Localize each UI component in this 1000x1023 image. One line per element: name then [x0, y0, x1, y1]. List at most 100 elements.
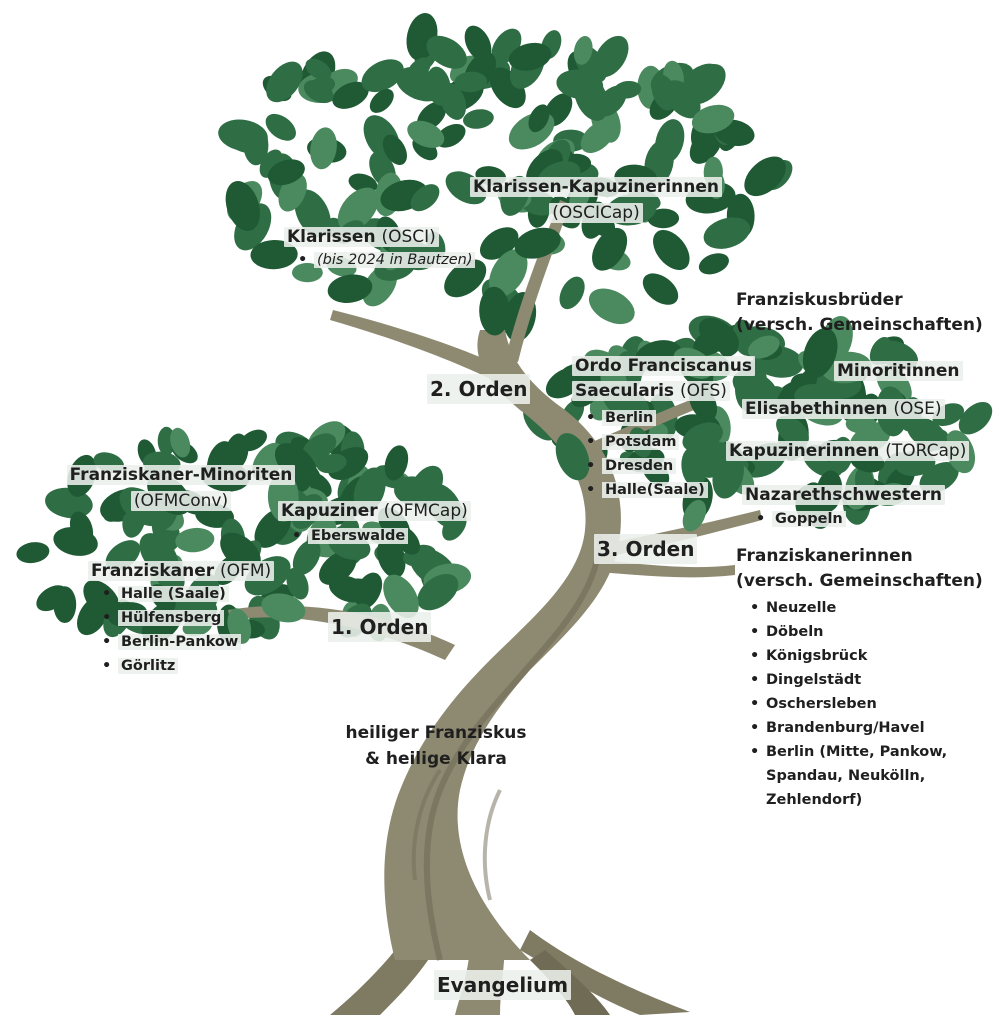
leaf	[426, 35, 467, 69]
leaf	[528, 104, 550, 133]
leaf	[776, 415, 809, 447]
list-item: Berlin-Pankow	[98, 630, 242, 654]
group-name: Kapuziner	[281, 501, 378, 521]
group-abbr: (OFS)	[679, 381, 727, 401]
leaf	[250, 239, 298, 270]
leaf	[682, 499, 707, 532]
group-name-2: (versch. Gemeinschaften)	[736, 571, 983, 591]
leaf	[407, 120, 445, 148]
group-franziskaner: Franziskaner (OFM)	[88, 558, 275, 584]
list-item: Dresden	[582, 454, 708, 478]
leaf	[225, 180, 260, 232]
list-item: Berlin	[582, 406, 708, 430]
group-abbr: (OSCICap)	[549, 203, 643, 223]
group-name: Nazarethschwestern	[742, 485, 946, 505]
leaf	[573, 35, 593, 65]
leaf	[588, 288, 635, 325]
leaf	[514, 227, 561, 259]
leaf	[440, 82, 467, 120]
leaf	[53, 586, 77, 623]
leaf	[592, 227, 628, 271]
leaf	[316, 453, 347, 474]
group-name: Minoritinnen	[834, 361, 963, 381]
group-name: Elisabethinnen	[745, 399, 888, 419]
list-item: Potsdam	[582, 430, 708, 454]
list-item: Halle(Saale)	[582, 478, 708, 502]
kapuziner-places: Eberswalde	[288, 524, 409, 548]
group-name: Franziskaner	[91, 561, 215, 581]
leaf	[327, 274, 373, 303]
leaf	[869, 336, 892, 366]
leaf	[337, 187, 379, 231]
leaf	[383, 574, 419, 619]
list-item-continued: Zehlendorf)	[766, 792, 863, 808]
leaf	[698, 317, 739, 354]
list-item: Hülfensberg	[98, 606, 241, 630]
leaf	[286, 567, 309, 600]
list-item: Neuzelle	[746, 596, 947, 620]
founder-2: & heilige Klara	[365, 749, 507, 769]
leaf	[266, 61, 303, 103]
group-abbr: (OFMConv)	[130, 491, 232, 511]
leaf	[958, 401, 993, 435]
leaf	[580, 120, 615, 153]
leaf	[744, 156, 786, 197]
leaf	[261, 593, 306, 623]
group-name: Franziskaner-Minoriten	[66, 465, 296, 485]
group-name: Franziskusbrüder	[736, 290, 903, 310]
leaf	[691, 104, 735, 134]
leaf	[479, 286, 510, 336]
leaf	[407, 57, 431, 81]
leaf	[265, 113, 296, 141]
leaf	[653, 229, 690, 271]
leaf	[463, 109, 494, 129]
list-item: Dingelstädt	[746, 668, 947, 692]
leaf	[698, 253, 729, 275]
leaf	[703, 217, 751, 249]
leaf	[382, 134, 407, 165]
ofs-places: Berlin Potsdam Dresden Halle(Saale)	[582, 406, 708, 502]
second-order-label: 2. Orden	[427, 374, 531, 404]
group-minoritinnen: Minoritinnen	[834, 358, 963, 384]
group-name: Klarissen	[287, 227, 376, 247]
group-abbr: (OSE)	[893, 399, 942, 419]
list-item: Goppeln	[752, 507, 846, 531]
leaf	[224, 433, 249, 471]
nazarethschwestern-places: Goppeln	[752, 507, 846, 531]
leaf	[305, 58, 332, 81]
leaf	[361, 59, 404, 93]
list-item: Eberswalde	[288, 524, 409, 548]
leaf	[559, 276, 585, 310]
leaf	[170, 427, 191, 458]
group-franziskusbrueder: Franziskusbrüder (versch. Gemeinschaften…	[736, 288, 983, 338]
leaf	[802, 327, 838, 378]
group-abbr: (OFMCap)	[383, 501, 468, 521]
list-item-continued: Spandau, Neukölln,	[766, 768, 926, 784]
leaf	[369, 88, 394, 113]
leaf	[342, 578, 372, 597]
group-name-2: Saecularis	[575, 381, 675, 401]
first-order-label: 1. Orden	[328, 612, 432, 642]
third-order-label: 3. Orden	[594, 534, 698, 564]
leaf	[647, 208, 680, 229]
leaf	[307, 76, 336, 96]
list-item: Halle (Saale)	[98, 582, 241, 606]
list-item: Brandenburg/Havel	[746, 716, 947, 740]
group-name: Franziskanerinnen	[736, 546, 913, 566]
group-franziskanerinnen: Franziskanerinnen (versch. Gemeinschafte…	[736, 544, 983, 594]
list-item: Döbeln	[746, 620, 947, 644]
leaf	[642, 273, 679, 305]
leaf	[845, 414, 877, 434]
leaf	[712, 450, 744, 499]
leaf	[410, 184, 440, 212]
leaf	[384, 445, 409, 481]
leaf	[69, 511, 94, 546]
founder-1: heiliger Franziskus	[345, 723, 527, 743]
leaf	[596, 85, 627, 117]
group-klarissen: Klarissen (OSCI)	[284, 224, 439, 250]
leaf	[310, 127, 337, 170]
leaf	[332, 81, 369, 109]
list-item: Königsbrück	[746, 644, 947, 668]
leaf	[302, 433, 337, 462]
root-label: Evangelium	[434, 970, 572, 1000]
